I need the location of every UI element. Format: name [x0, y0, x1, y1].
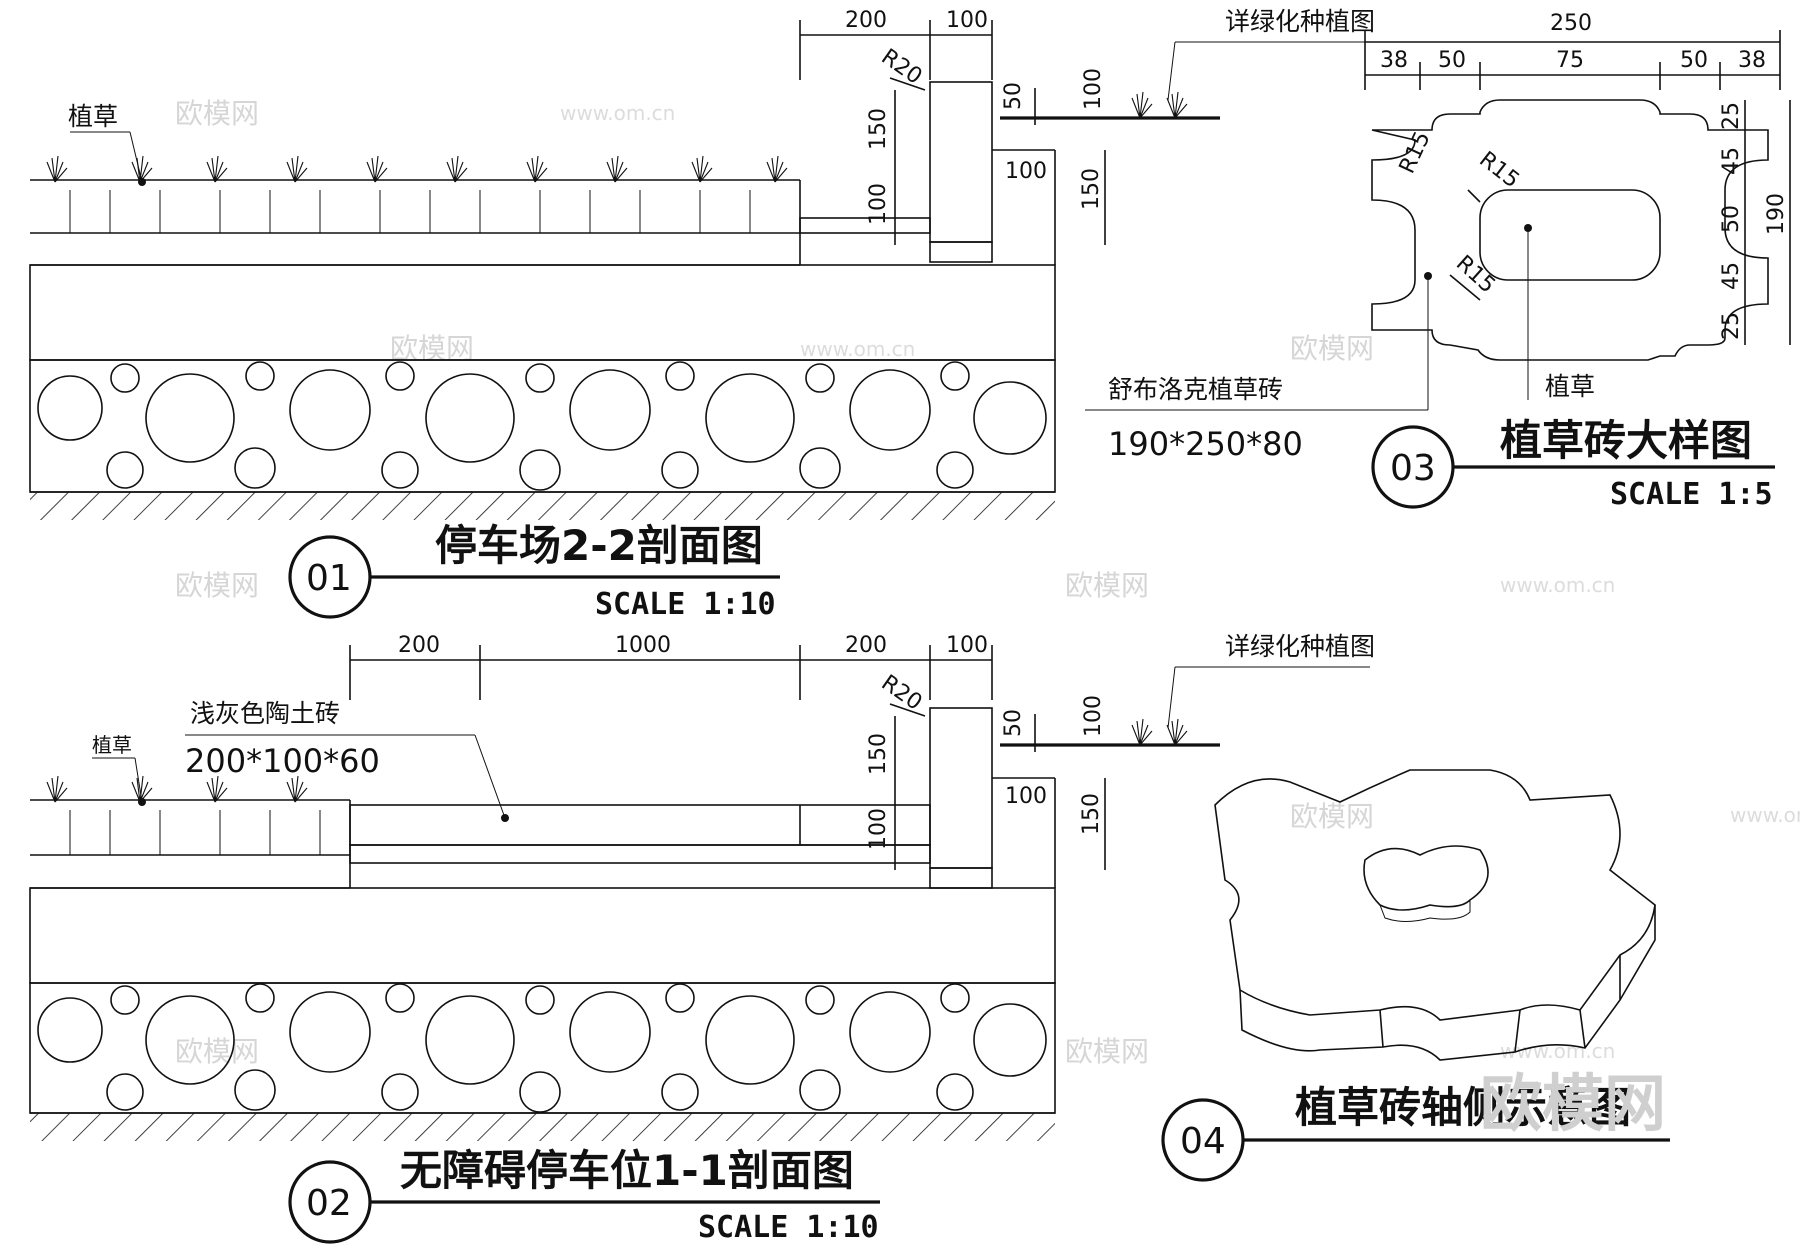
paver-hole	[1479, 189, 1661, 281]
grass-paver-row	[30, 155, 801, 266]
svg-text:R20: R20	[877, 670, 927, 715]
svg-text:R15: R15	[1474, 147, 1523, 193]
svg-text:1000: 1000	[615, 633, 671, 658]
svg-text:45: 45	[1719, 147, 1744, 175]
svg-text:舒布洛克植草砖: 舒布洛克植草砖	[1108, 375, 1283, 404]
title-block-04: 04 植草砖轴侧示意图 欧模网	[1161, 1067, 1670, 1182]
title-04: 植草砖轴侧示意图	[1295, 1083, 1631, 1132]
svg-text:50: 50	[1438, 48, 1466, 73]
svg-text:详绿化种植图: 详绿化种植图	[1225, 7, 1375, 36]
title-block-03: 03 植草砖大样图 SCALE 1:5	[1371, 416, 1775, 512]
svg-text:100: 100	[1081, 695, 1106, 737]
svg-text:50: 50	[1680, 48, 1708, 73]
grass-paver-row-2	[30, 775, 351, 889]
watermarks: 欧模网 www.om.cn 欧模网 www.om.cn 欧模网 欧模网 欧模网 …	[175, 97, 1800, 1068]
svg-text:01: 01	[306, 558, 352, 599]
svg-text:45: 45	[1719, 262, 1744, 290]
title-02: 无障碍停车位1-1剖面图	[400, 1146, 854, 1195]
svg-text:植草: 植草	[1545, 372, 1595, 401]
svg-text:欧模网: 欧模网	[1290, 332, 1374, 365]
svg-text:04: 04	[1180, 1121, 1226, 1162]
svg-text:100: 100	[1005, 159, 1047, 184]
ceramic-brick-layer	[349, 804, 931, 846]
concrete-base-2	[29, 887, 1056, 984]
svg-text:欧模网: 欧模网	[175, 97, 259, 130]
section-01-parking-2-2: 200 100 R20 150 100 50 100 100 150 植草 详绿…	[29, 7, 1375, 520]
svg-text:03: 03	[1390, 448, 1436, 489]
svg-text:植草: 植草	[92, 733, 132, 757]
svg-text:R20: R20	[877, 44, 927, 89]
svg-text:欧模网: 欧模网	[175, 569, 259, 602]
subgrade-hatch-2	[30, 1113, 1055, 1141]
svg-text:欧模网: 欧模网	[175, 1035, 259, 1068]
detail-04-paver-axonometric	[1214, 769, 1656, 1061]
svg-text:100: 100	[946, 8, 988, 33]
scale-03: SCALE 1:5	[1610, 477, 1773, 512]
scale-02: SCALE 1:10	[698, 1210, 879, 1245]
paver-top-face	[1214, 769, 1656, 1021]
svg-text:100: 100	[1005, 784, 1047, 809]
svg-text:150: 150	[1079, 168, 1104, 210]
paver-outline	[1371, 99, 1769, 361]
svg-text:75: 75	[1556, 48, 1584, 73]
title-block-01: 01 停车场2-2剖面图 SCALE 1:10	[288, 521, 780, 622]
svg-text:R15: R15	[1395, 128, 1436, 178]
title-01: 停车场2-2剖面图	[435, 521, 763, 570]
svg-text:25: 25	[1719, 312, 1744, 340]
concrete-curb-2	[929, 707, 993, 869]
svg-text:浅灰色陶土砖: 浅灰色陶土砖	[190, 699, 340, 728]
svg-text:植草: 植草	[68, 102, 118, 131]
svg-text:详绿化种植图: 详绿化种植图	[1225, 632, 1375, 661]
svg-text:150: 150	[1079, 793, 1104, 835]
scale-01: SCALE 1:10	[595, 587, 776, 622]
svg-text:www.om.cn: www.om.cn	[1500, 573, 1615, 597]
detail-03-paver-plan: 250 38 50 75 50 38 25 45 50 45 25 190 R1…	[1085, 11, 1791, 463]
svg-text:38: 38	[1738, 48, 1766, 73]
svg-text:50: 50	[1001, 709, 1026, 737]
svg-text:100: 100	[946, 633, 988, 658]
paver-hole-3d	[1363, 845, 1489, 911]
svg-text:38: 38	[1380, 48, 1408, 73]
svg-text:100: 100	[866, 183, 891, 225]
title-03: 植草砖大样图	[1500, 416, 1752, 465]
svg-text:190: 190	[1764, 193, 1789, 235]
svg-text:200: 200	[845, 8, 887, 33]
svg-text:100: 100	[866, 808, 891, 850]
bedding-strip	[799, 217, 931, 234]
svg-text:www.om.cn: www.om.cn	[800, 337, 915, 361]
svg-text:欧模网: 欧模网	[1065, 569, 1149, 602]
concrete-curb	[929, 81, 993, 243]
svg-text:欧模网: 欧模网	[1065, 1035, 1149, 1068]
svg-text:150: 150	[866, 108, 891, 150]
svg-text:欧模网: 欧模网	[1290, 800, 1374, 833]
svg-text:R15: R15	[1451, 251, 1500, 299]
svg-text:250: 250	[1550, 11, 1592, 36]
svg-text:www.om.cn: www.om.cn	[1730, 803, 1800, 827]
svg-text:www.om.cn: www.om.cn	[560, 101, 675, 125]
gravel-layer	[29, 359, 1056, 493]
svg-text:190*250*80: 190*250*80	[1108, 425, 1303, 463]
svg-text:25: 25	[1719, 102, 1744, 130]
svg-text:50: 50	[1719, 205, 1744, 233]
subgrade-hatch	[30, 492, 1055, 520]
svg-text:200: 200	[398, 633, 440, 658]
svg-text:200*100*60: 200*100*60	[185, 742, 380, 780]
svg-text:100: 100	[1081, 68, 1106, 110]
svg-text:50: 50	[1001, 82, 1026, 110]
title-block-02: 02 无障碍停车位1-1剖面图 SCALE 1:10	[288, 1146, 880, 1245]
svg-text:02: 02	[306, 1183, 352, 1224]
svg-text:150: 150	[866, 733, 891, 775]
svg-text:200: 200	[845, 633, 887, 658]
watermark-logo: 欧模网	[1480, 1067, 1666, 1140]
